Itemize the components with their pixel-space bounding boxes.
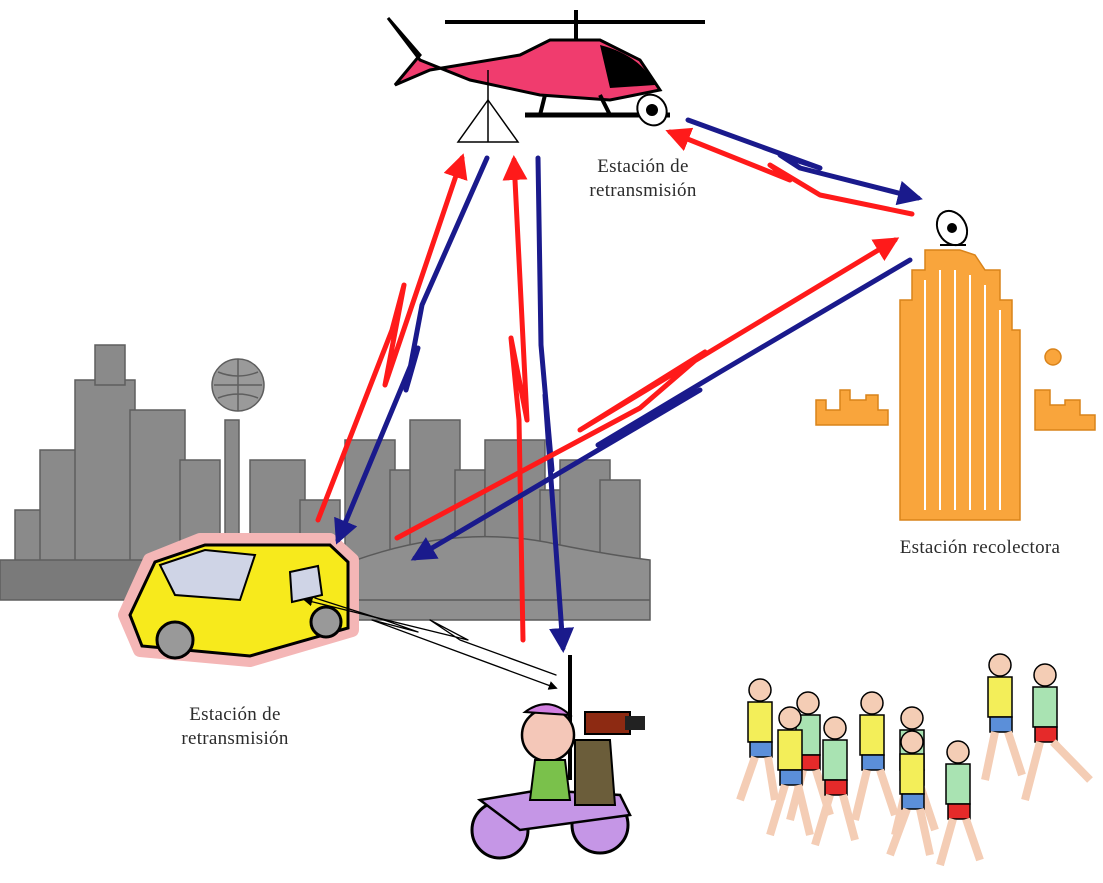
link-collector-to-helicopter [665,127,915,217]
link-camera-to-van [303,597,557,676]
building-windows [924,270,1001,510]
runners-icon [736,653,1093,867]
collector-station-label-text: Estación recolectora [899,537,1061,558]
motorbike-camera-icon [470,655,645,860]
antenna-icon [456,98,520,143]
van-station-label-line2: retransmisión [181,728,289,749]
satellite-dish-icon [636,93,668,127]
van-station-label-line1: Estación de [189,704,281,725]
building-icon [815,249,1096,521]
satellite-dish-icon [935,209,969,247]
helicopter-icon [386,10,705,118]
link-van-to-helicopter [315,153,468,523]
helicopter-station-label: Estación de retransmisión [553,155,733,203]
bridge [329,535,651,621]
link-collector-to-van [410,257,913,561]
link-van-to-collector [394,237,900,541]
link-helicopter-to-van [334,155,490,545]
helicopter-station-label-line1: Estación de [597,156,689,177]
radio-links [303,117,923,690]
link-helicopter-to-collector [685,117,923,206]
helicopter-station-label-line2: retransmisión [589,180,697,201]
collector-station-label: Estación recolectora [870,536,1090,560]
van-station-label: Estación de retransmisión [140,703,330,751]
van-icon [118,533,359,667]
link-van-to-camera [314,597,558,690]
